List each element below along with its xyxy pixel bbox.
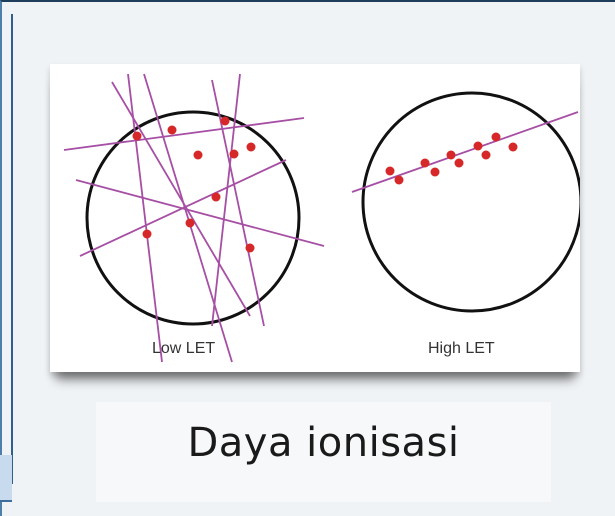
- low-let-tracks: [63, 73, 325, 363]
- high-let-track: [351, 111, 579, 193]
- ionization-dot: [394, 175, 404, 185]
- low-let-track: [211, 73, 241, 327]
- low-let-track: [211, 79, 265, 327]
- ionization-dot: [491, 132, 501, 142]
- low-let-track: [63, 117, 305, 151]
- slide-accent-line: [11, 14, 13, 484]
- ionization-dot: [193, 150, 203, 160]
- ionization-dot: [420, 158, 430, 168]
- low-let-track: [143, 73, 233, 363]
- low-let-track: [75, 179, 325, 247]
- ionization-dot: [473, 141, 483, 151]
- ionization-dot: [385, 166, 395, 176]
- let-diagram-card: Low LET High LET: [50, 64, 580, 372]
- low-let-ionization-dots: [132, 116, 256, 253]
- ionization-dot: [446, 150, 456, 160]
- ionization-dot: [211, 192, 221, 202]
- slide-corner-strip: [0, 455, 12, 502]
- low-let-cell-circle: [85, 110, 301, 326]
- ionization-dot: [481, 150, 491, 160]
- ionization-dot: [185, 218, 195, 228]
- ionization-dot: [245, 243, 255, 253]
- ionization-dot: [508, 142, 518, 152]
- low-let-track: [111, 81, 251, 317]
- ionization-dot: [142, 229, 152, 239]
- let-diagram: [63, 73, 580, 363]
- high-let-label: High LET: [428, 340, 495, 357]
- ionization-dot: [229, 149, 239, 159]
- low-let-panel: [63, 73, 325, 363]
- ionization-dot: [220, 116, 230, 126]
- ionization-dot: [430, 167, 440, 177]
- high-let-ionization-dots: [385, 132, 518, 185]
- ionization-dot: [454, 158, 464, 168]
- high-let-cell-circle: [361, 91, 580, 313]
- low-let-track: [127, 73, 163, 363]
- ionization-dot: [132, 131, 142, 141]
- caption-box: Daya ionisasi: [96, 402, 551, 502]
- high-let-panel: [351, 91, 580, 313]
- ionization-dot: [167, 125, 177, 135]
- caption-text: Daya ionisasi: [187, 420, 460, 466]
- low-let-label: Low LET: [152, 340, 216, 357]
- ionization-dot: [246, 142, 256, 152]
